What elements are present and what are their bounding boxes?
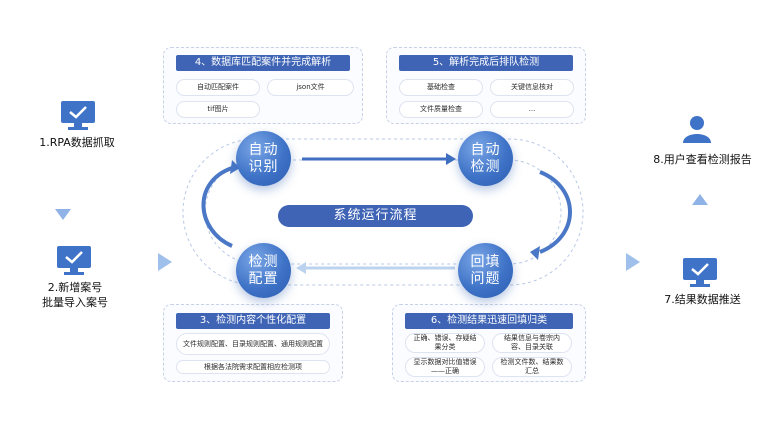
step-batch-import-label: 批量导入案号 (42, 296, 108, 309)
panel-title: 6、检测结果迅速回填归类 (405, 313, 573, 329)
chip: 文件质量检查 (399, 101, 483, 118)
node-detect-config: 检测配置 (236, 243, 291, 298)
panel-title: 3、检测内容个性化配置 (176, 313, 330, 329)
monitor-icon (61, 101, 95, 130)
node-auto-detect: 自动检测 (458, 131, 513, 186)
chip: 结果信息与卷宗内容、目录关联 (492, 333, 572, 353)
panel-title: 5、解析完成后排队检测 (399, 55, 573, 71)
chip: json文件 (267, 79, 354, 96)
chip: 关键信息核对 (490, 79, 574, 96)
node-text: 检测 (248, 253, 279, 270)
panel-backfill: 6、检测结果迅速回填归类 正确、错误、存疑结果分类 结果信息与卷宗内容、目录关联… (392, 304, 586, 382)
left-curved-arrow (201, 166, 233, 248)
node-text: 自动 (248, 141, 279, 158)
outer-loop-dashed (182, 138, 584, 286)
node-backfill-issue: 回填问题 (458, 243, 513, 298)
chip: 文件规则配置、目录规则配置、通用规则配置 (176, 333, 330, 355)
node-text: 问题 (470, 270, 501, 287)
step-push-result-label: 7.结果数据推送 (664, 293, 741, 306)
node-text: 自动 (470, 141, 501, 158)
monitor-icon (683, 258, 717, 287)
node-text: 检测 (470, 158, 501, 175)
node-text: 配置 (248, 270, 279, 287)
chip: tif图片 (176, 101, 260, 118)
chip: 基础检查 (399, 79, 483, 96)
center-title: 系统运行流程 (278, 205, 473, 227)
right-curved-arrow (539, 170, 572, 254)
step-new-case-label: 2.新增案号 (47, 281, 103, 294)
chip: 正确、错误、存疑结果分类 (405, 333, 485, 353)
node-auto-recognize: 自动识别 (236, 131, 291, 186)
panel-title: 4、数据库匹配案件并完成解析 (176, 55, 350, 71)
panel-queue-detect: 5、解析完成后排队检测 基础检查 关键信息核对 文件质量检查 ... (386, 47, 586, 124)
chip: 显示数据对比值错误——正确 (405, 357, 485, 377)
chip: 自动匹配案件 (176, 79, 260, 96)
chip: 根据各法院需求配置相应检测项 (176, 360, 330, 374)
node-text: 识别 (248, 158, 279, 175)
node-text: 回填 (470, 253, 501, 270)
monitor-icon (57, 246, 91, 275)
chip: 检测文件数、结果数汇总 (492, 357, 572, 377)
chip: ... (490, 101, 574, 118)
user-icon (683, 116, 711, 143)
panel-detect-config: 3、检测内容个性化配置 文件规则配置、目录规则配置、通用规则配置 根据各法院需求… (163, 304, 343, 382)
panel-database-match: 4、数据库匹配案件并完成解析 自动匹配案件 json文件 tif图片 (163, 47, 363, 124)
step-rpa-label: 1.RPA数据抓取 (39, 136, 115, 149)
step-user-report-label: 8.用户查看检测报告 (653, 153, 752, 166)
